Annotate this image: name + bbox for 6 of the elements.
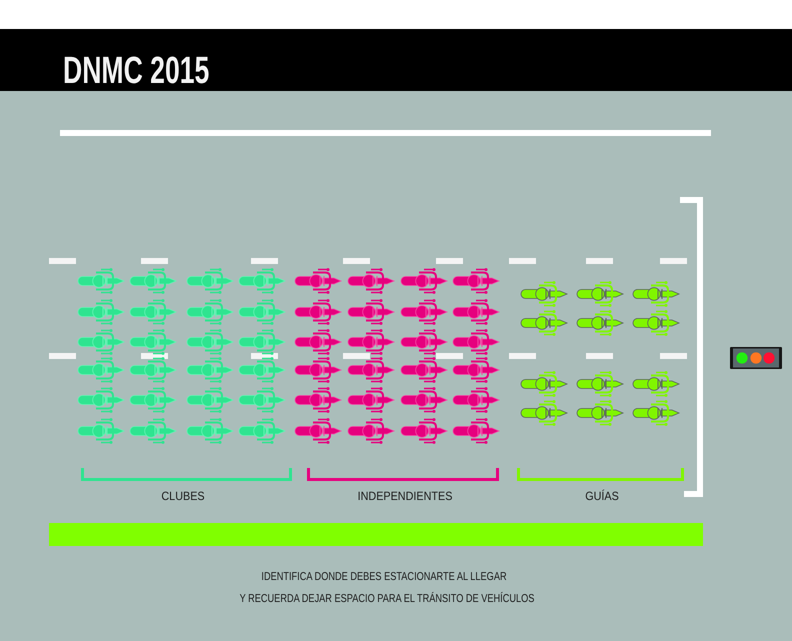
group-label: CLUBES — [161, 489, 205, 503]
page-title: DNMC 2015 — [63, 50, 210, 92]
group-label: GUÍAS — [585, 489, 619, 503]
group-label: INDEPENDIENTES — [358, 489, 452, 503]
caption-text: IDENTIFICA DONDE DEBES ESTACIONARTE AL LLEGAR — [261, 571, 507, 584]
caption-text: Y RECUERDA DEJAR ESPACIO PARA EL TRÁNSITO DE VEHÍCULOS — [240, 593, 534, 606]
